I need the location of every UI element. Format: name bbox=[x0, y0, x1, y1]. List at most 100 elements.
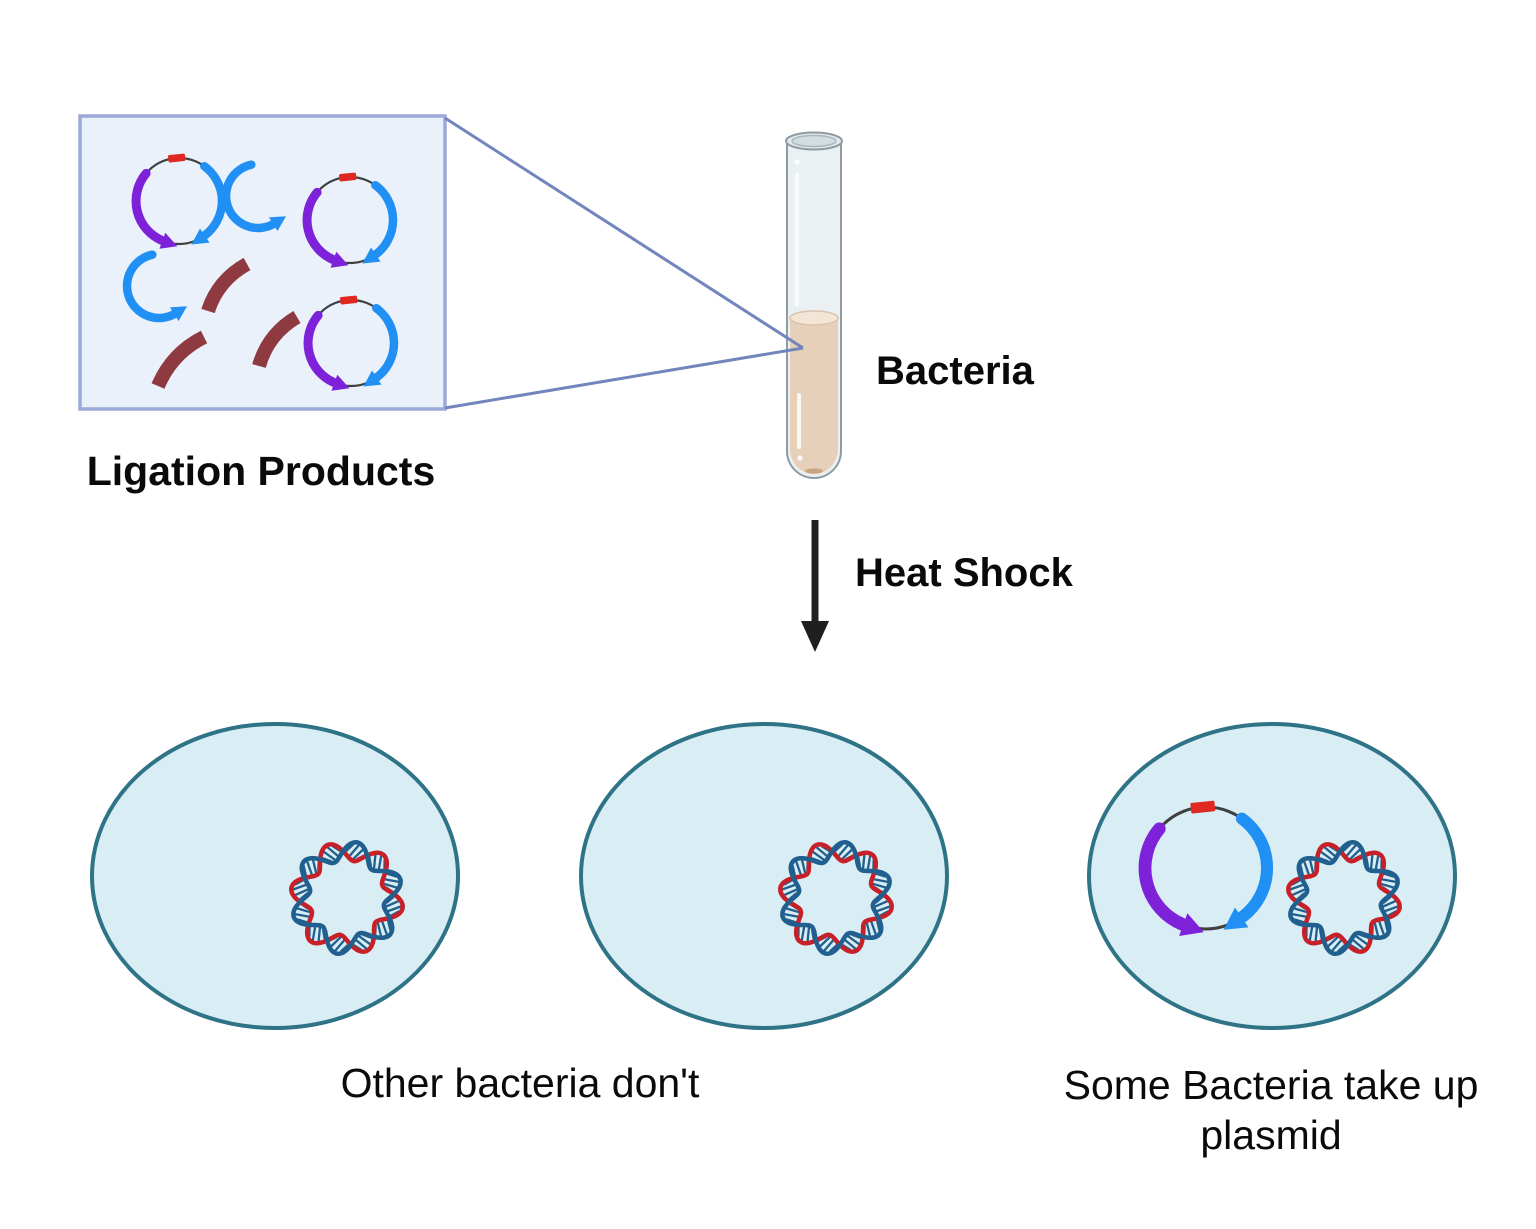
bacterium-2 bbox=[579, 722, 949, 1030]
dna-rung bbox=[1381, 872, 1394, 878]
dna-rung bbox=[1383, 905, 1399, 913]
dna-rung bbox=[866, 855, 872, 871]
dna-rung bbox=[783, 888, 798, 897]
heat-shock-label: Heat Shock bbox=[855, 551, 1073, 595]
tube-bottom-shadow bbox=[805, 468, 823, 474]
cut-fragment-body bbox=[252, 310, 301, 369]
dna-rung bbox=[385, 899, 400, 908]
cell-membrane bbox=[579, 722, 949, 1030]
dna-rung bbox=[875, 905, 891, 913]
dna-rung bbox=[1383, 918, 1389, 931]
chromosome-dna-ring bbox=[289, 840, 405, 956]
zoom-lines bbox=[444, 116, 804, 410]
dna-rung bbox=[1314, 927, 1319, 943]
marker-site bbox=[1190, 800, 1216, 814]
dna-rung bbox=[383, 882, 399, 890]
insert-gene-arrowhead bbox=[362, 247, 381, 264]
dna-rung bbox=[317, 927, 322, 943]
tube-highlight-dot bbox=[797, 455, 803, 461]
dna-rung bbox=[818, 936, 831, 948]
tube-liquid bbox=[790, 318, 838, 474]
dna-rung bbox=[861, 853, 866, 869]
marker-site bbox=[339, 172, 357, 182]
vector-gene-arc bbox=[131, 168, 167, 246]
dna-rung bbox=[376, 922, 383, 938]
dna-rung bbox=[1319, 850, 1333, 861]
insert-gene-arc bbox=[372, 303, 399, 382]
dna-strand-red bbox=[1286, 842, 1402, 954]
dna-strand-red bbox=[289, 842, 405, 954]
vector-gene-arc bbox=[1138, 822, 1189, 931]
dna-rung bbox=[865, 922, 872, 938]
dna-rung bbox=[386, 905, 402, 913]
dna-rung bbox=[1380, 882, 1396, 890]
dna-rung bbox=[784, 906, 800, 914]
dna-rung bbox=[294, 912, 311, 919]
dna-rung bbox=[875, 918, 881, 931]
cut-fragment bbox=[252, 310, 301, 369]
dna-rung bbox=[811, 850, 825, 861]
insert-arc-body bbox=[221, 160, 278, 233]
dna-rung bbox=[1373, 922, 1380, 938]
dna-rung bbox=[1377, 920, 1385, 936]
dna-rung bbox=[322, 850, 336, 861]
test-tube bbox=[785, 131, 843, 479]
chromosome-dna-ring bbox=[1286, 840, 1402, 956]
dna-rung bbox=[837, 844, 849, 858]
marker-site bbox=[340, 295, 358, 305]
vector-gene-arrowhead bbox=[159, 232, 178, 249]
dna-rung bbox=[1345, 844, 1357, 858]
dna-rung bbox=[781, 883, 797, 891]
dna-rung bbox=[791, 865, 797, 878]
tube-liquid-surface bbox=[789, 310, 839, 326]
dna-rung bbox=[783, 912, 800, 919]
dna-rung bbox=[1326, 936, 1339, 948]
insert-gene-arc bbox=[1235, 812, 1274, 923]
dna-rung bbox=[1291, 888, 1306, 897]
zoom-line-bottom bbox=[444, 346, 804, 410]
dna-rung bbox=[872, 877, 889, 884]
tube-glass-highlight-dot bbox=[794, 159, 800, 165]
dna-rung bbox=[1289, 883, 1305, 891]
vector-gene-arrowhead bbox=[331, 374, 350, 391]
dna-rung bbox=[1294, 918, 1307, 924]
dna-rung bbox=[358, 935, 372, 946]
heat-shock-arrow bbox=[801, 520, 829, 652]
dna-rung bbox=[847, 935, 861, 946]
dna-rung bbox=[800, 858, 807, 874]
plasmid bbox=[131, 153, 227, 249]
vector-gene-arrowhead bbox=[1179, 913, 1204, 936]
dna-rung bbox=[869, 920, 877, 936]
bacterium-3 bbox=[1087, 722, 1457, 1030]
dna-strand-red bbox=[778, 842, 894, 954]
dna-rung bbox=[294, 888, 309, 897]
dna-rung bbox=[297, 918, 310, 924]
dna-rung bbox=[815, 846, 829, 858]
bacteria-label: Bacteria bbox=[876, 349, 1034, 393]
insert-arc-arrowhead bbox=[170, 306, 187, 321]
insert-gene-arrowhead bbox=[1223, 907, 1249, 930]
dna-rung bbox=[1369, 853, 1374, 869]
insert-arc-body bbox=[122, 250, 179, 323]
insert-arc bbox=[122, 250, 187, 323]
plasmid bbox=[1138, 800, 1274, 936]
dna-rung bbox=[386, 918, 392, 931]
dna-rung bbox=[1351, 938, 1365, 950]
dna-rung bbox=[1299, 865, 1305, 878]
dna-rung bbox=[843, 938, 857, 950]
bacterium-1 bbox=[90, 722, 460, 1030]
dna-rung bbox=[874, 899, 889, 908]
vector-gene-arc bbox=[303, 310, 339, 388]
cut-fragment bbox=[201, 257, 251, 314]
dna-rung bbox=[841, 848, 854, 860]
some-bacteria-label: Some Bacteria take up plasmid bbox=[1063, 1062, 1479, 1158]
dna-strand-blue bbox=[1288, 840, 1400, 956]
dna-rung bbox=[383, 877, 400, 884]
insert-arc bbox=[221, 160, 286, 233]
zoom-line-top bbox=[444, 116, 804, 350]
dna-strand-blue bbox=[291, 840, 403, 956]
dna-rung bbox=[1380, 877, 1397, 884]
dna-rung bbox=[377, 855, 383, 871]
dna-rung bbox=[1331, 938, 1343, 952]
